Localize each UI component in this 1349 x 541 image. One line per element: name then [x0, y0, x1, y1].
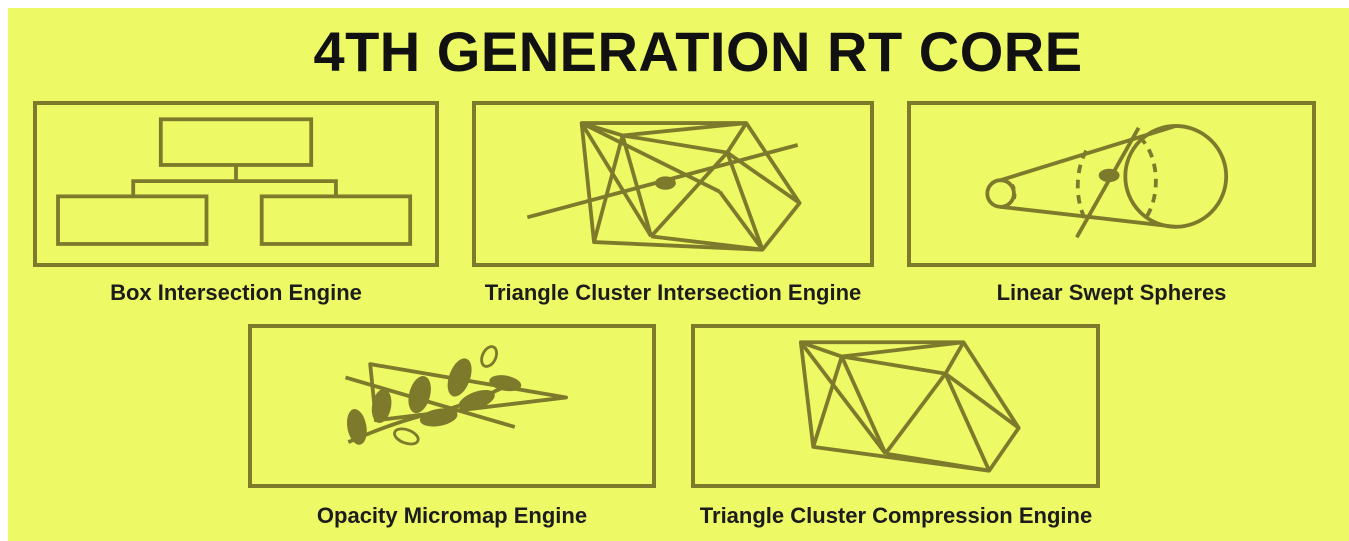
panel-opacity-micromap — [248, 324, 656, 488]
caption-opacity-micromap-engine: Opacity Micromap Engine — [316, 503, 588, 528]
leaf-branch-micromap-icon — [344, 345, 569, 446]
caption-triangle-cluster-intersection-engine: Triangle Cluster Intersection Engine — [484, 280, 862, 305]
panel-triangle-cluster-compression — [691, 324, 1100, 488]
panel-box-intersection — [33, 101, 439, 267]
triangle-mesh-ray-icon — [526, 121, 802, 252]
triangle-mesh-icon — [798, 340, 1021, 473]
panel-triangle-cluster-intersection — [472, 101, 874, 267]
swept-sphere-ray-icon — [985, 124, 1229, 239]
caption-box-intersection-engine: Box Intersection Engine — [110, 280, 362, 305]
diagram-title: 4TH GENERATION RT CORE — [313, 20, 1083, 83]
bvh-box-tree-icon — [56, 117, 413, 246]
caption-triangle-cluster-compression-engine: Triangle Cluster Compression Engine — [699, 503, 1093, 528]
caption-linear-swept-spheres: Linear Swept Spheres — [996, 280, 1227, 305]
rt-core-diagram — [8, 8, 1349, 541]
panel-linear-swept-spheres — [907, 101, 1316, 267]
